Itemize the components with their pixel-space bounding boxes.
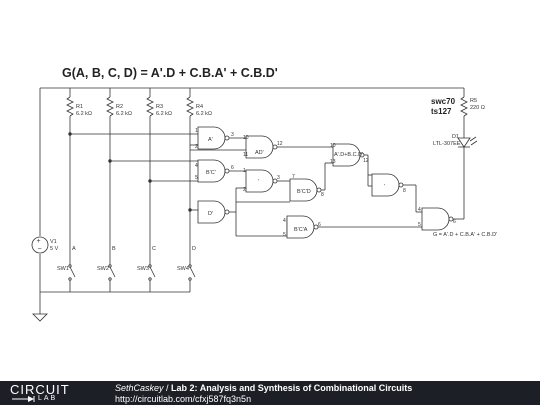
- resistor-r5-icon: [460, 96, 468, 117]
- pin-label: 4: [195, 163, 198, 169]
- pin-label: 13: [330, 159, 336, 165]
- pin-label: 8: [321, 192, 324, 198]
- pin-label: 4: [283, 218, 286, 224]
- pin-label: 1: [195, 128, 198, 134]
- pin-label: 5: [283, 232, 286, 238]
- project-url-link[interactable]: http://circuitlab.com/cfxj587fq3n5n: [115, 394, 252, 404]
- gate-or-ad-label: A'.D+B.C.D': [334, 152, 363, 158]
- circuitlab-logo: CIRCUIT LAB: [10, 383, 90, 403]
- sw4-name: SW4: [177, 266, 189, 272]
- sw1-name: SW1: [57, 266, 69, 272]
- gate-d-not-label: D': [208, 211, 213, 217]
- pin-label: 6: [231, 165, 234, 171]
- gate-mid-not: [245, 169, 274, 193]
- pin-label: 6: [453, 219, 456, 225]
- signal-a-label: A: [72, 246, 76, 252]
- r1-value: 6.2 kΩ: [76, 111, 92, 117]
- r5-name: R5: [470, 98, 477, 104]
- separator: /: [163, 383, 172, 393]
- r4-name: R4: [196, 104, 203, 110]
- sw2-name: SW2: [97, 266, 109, 272]
- gate-and-bca-label: B'C'A: [294, 227, 308, 233]
- output-expression: G = A'.D + C.B.A' + C.B.D': [433, 232, 497, 238]
- gate-and-bcd-label: B'C'D: [297, 189, 311, 195]
- gate-and-bca: [286, 215, 315, 239]
- signal-c-label: C: [152, 246, 156, 252]
- pin-label: 7: [292, 174, 295, 180]
- led-name: D1: [452, 134, 459, 140]
- pin-label: 4: [418, 207, 421, 213]
- attribution-line: SethCaskey / Lab 2: Analysis and Synthes…: [115, 383, 412, 393]
- gate-output: [421, 207, 450, 231]
- gate-out-not: [371, 173, 400, 197]
- equation-title: G(A, B, C, D) = A'.D + C.B.A' + C.B.D': [62, 66, 278, 80]
- pin-label: 3: [277, 175, 280, 181]
- gate-or-ad: [332, 143, 361, 167]
- switch-sw1-icon: [68, 264, 76, 292]
- r2-name: R2: [116, 104, 123, 110]
- chip-label-1: swc70: [431, 97, 456, 106]
- led-d1-icon: [457, 136, 478, 150]
- gate-and-ad-label: AD': [255, 150, 264, 156]
- pin-label: 1: [243, 168, 246, 174]
- pin-label: 5: [195, 175, 198, 181]
- svg-text:−: −: [38, 246, 42, 253]
- resistor-r1-icon: [66, 96, 74, 117]
- signal-b-label: B: [112, 246, 116, 252]
- pin-label: 11: [243, 152, 248, 158]
- ground-icon: [32, 312, 48, 322]
- r3-value: 6.2 kΩ: [156, 111, 172, 117]
- gate-bc-not: [197, 159, 226, 183]
- gate-a-not-label: A': [208, 137, 213, 143]
- chip-label-2: ts127: [431, 107, 452, 116]
- voltage-source-v1: + −: [31, 236, 49, 254]
- sw3-name: SW3: [137, 266, 149, 272]
- svg-text:+: +: [37, 238, 41, 245]
- signal-d-label: D: [192, 246, 196, 252]
- brand-bottom-text: LAB: [38, 395, 58, 402]
- switch-sw3-icon: [148, 264, 156, 292]
- gate-bc-not-label: B'C': [206, 170, 216, 176]
- brand-top-text: CIRCUIT: [10, 382, 70, 397]
- pin-label: 10: [330, 143, 336, 149]
- resistor-r2-icon: [106, 96, 114, 117]
- pin-label: 3: [231, 132, 234, 138]
- r2-value: 6.2 kΩ: [116, 111, 132, 117]
- pin-label: 6: [318, 222, 321, 228]
- footer-bar: CIRCUIT LAB SethCaskey / Lab 2: Analysis…: [0, 381, 540, 405]
- gate-and-ad: [245, 135, 274, 159]
- v1-value: 5 V: [50, 246, 59, 252]
- pin-label: 2: [195, 144, 198, 150]
- pin-label: 2: [243, 187, 246, 193]
- r4-value: 6.2 kΩ: [196, 111, 212, 117]
- author-link[interactable]: SethCaskey: [115, 383, 164, 393]
- resistor-r3-icon: [146, 96, 154, 117]
- gate-mid-not-label: ': [258, 179, 259, 185]
- circuit-schematic: G(A, B, C, D) = A'.D + C.B.A' + C.B.D' +…: [31, 66, 497, 322]
- r5-value: 220 Ω: [470, 105, 485, 111]
- pin-label: 12: [363, 158, 369, 164]
- v1-name: V1: [50, 239, 57, 245]
- led-part: LTL-307EE: [433, 141, 461, 147]
- pin-label: 5: [418, 222, 421, 228]
- gate-d-not: [197, 200, 226, 224]
- switch-sw4-icon: [188, 264, 196, 292]
- pin-label: 12: [277, 141, 283, 147]
- switch-sw2-icon: [108, 264, 116, 292]
- pin-label: 8: [403, 188, 406, 194]
- gate-and-bcd: [289, 178, 318, 202]
- resistor-r4-icon: [186, 96, 194, 117]
- logo-arrow-icon: [12, 396, 35, 402]
- pin-label: 10: [243, 135, 249, 141]
- r1-name: R1: [76, 104, 83, 110]
- project-title: Lab 2: Analysis and Synthesis of Combina…: [171, 383, 413, 393]
- r3-name: R3: [156, 104, 163, 110]
- gate-a-not: [197, 126, 226, 150]
- gate-out-not-label: ': [384, 184, 385, 190]
